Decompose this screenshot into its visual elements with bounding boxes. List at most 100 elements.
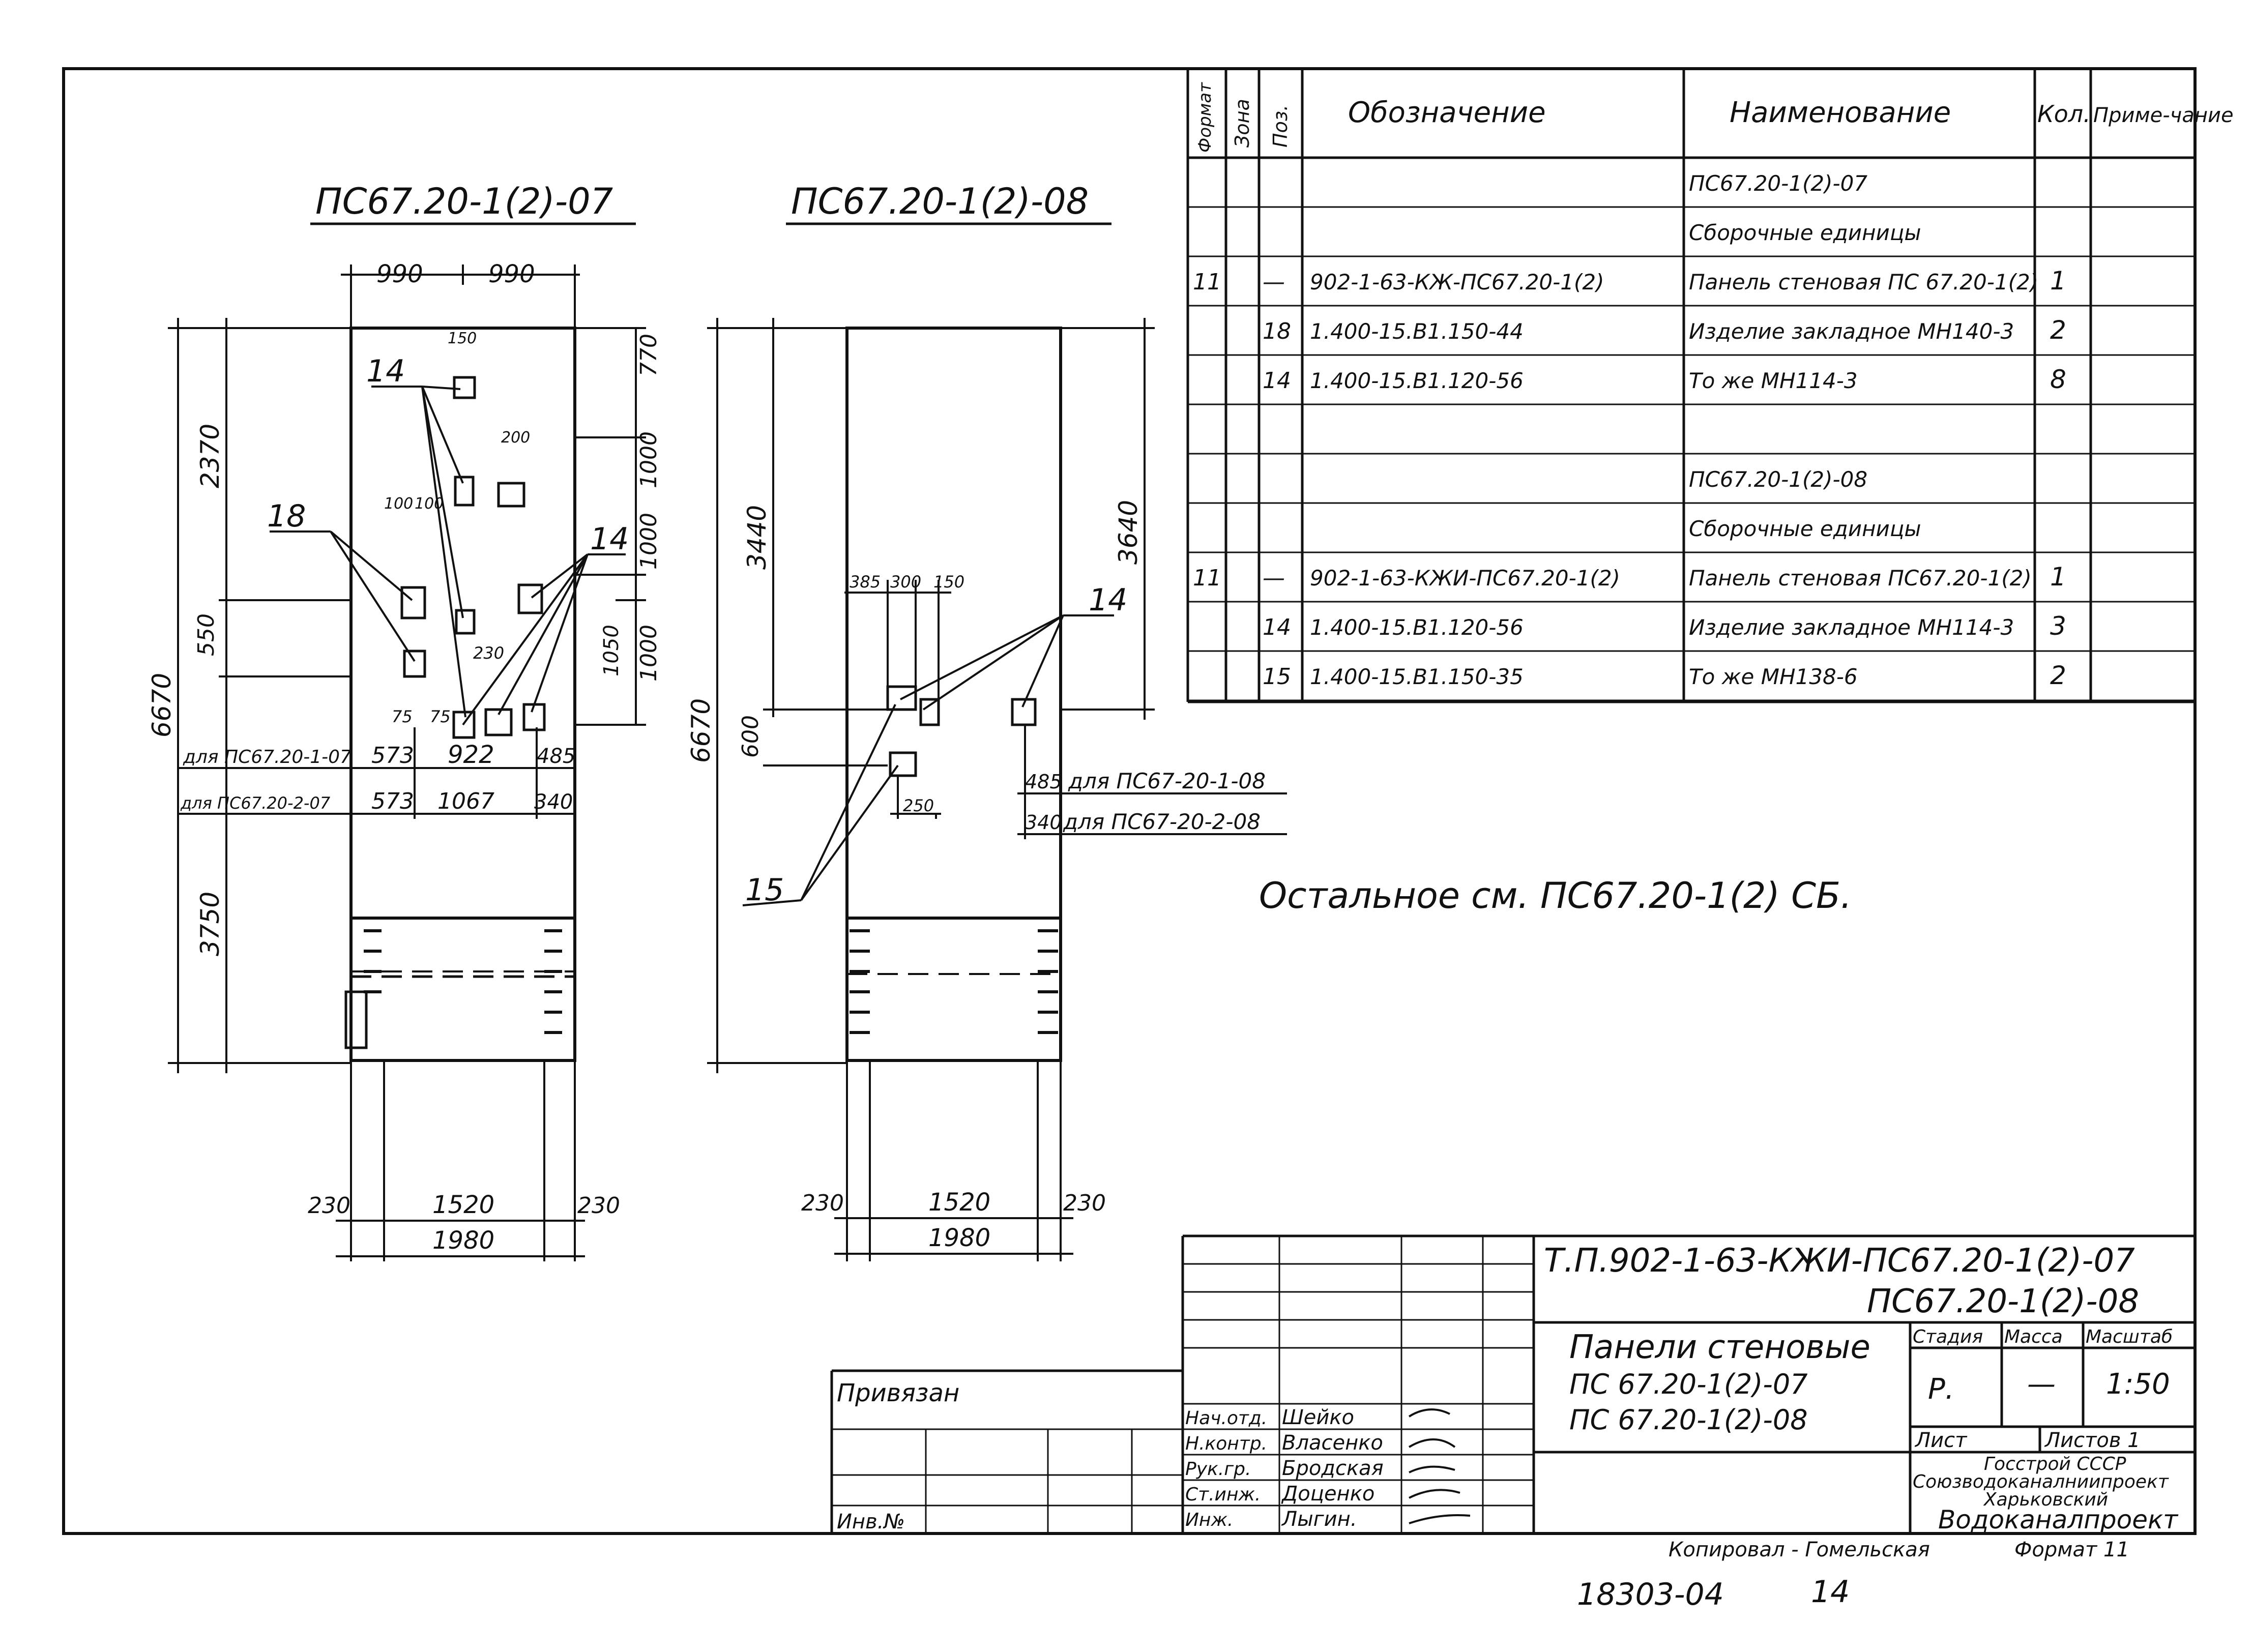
dim-150-r: 150 (933, 572, 964, 592)
spec-cell-pos: 18 (1263, 318, 1291, 344)
header-qty: Кол. (2037, 100, 2091, 128)
spec-cell-name: ПС67.20-1(2)-08 (1689, 467, 1867, 492)
dim-6670: 6670 (147, 673, 177, 738)
doc-name-3: ПС 67.20-1(2)-08 (1569, 1404, 1808, 1436)
doc-number: 18303-04 (1577, 1577, 1724, 1612)
r-bottom-1980: 1980 (928, 1224, 990, 1252)
right-panel-title: ПС67.20-1(2)-08 (791, 181, 1089, 222)
spec-cell-qty: 3 (2050, 611, 2066, 641)
bottom-230-a: 230 (308, 1193, 350, 1219)
row1-922: 922 (448, 741, 494, 769)
org-line-2: Союзводоканалниипроект (1913, 1471, 2169, 1492)
right-row1-val: 485 (1025, 771, 1062, 793)
left-panel-dimensions: 990 990 150 200 100 100 230 75 75 770 10… (147, 260, 662, 1255)
r-bottom-1520: 1520 (928, 1188, 990, 1217)
signer-role: Нач.отд. (1185, 1408, 1267, 1429)
signer-role: Инж. (1185, 1510, 1233, 1530)
signer-name: Шейко (1282, 1406, 1354, 1429)
dim-100-b: 100 (415, 495, 444, 513)
spec-cell-name: ПС67.20-1(2)-07 (1689, 171, 1867, 196)
spec-cell-designation: 1.400-15.В1.150-35 (1310, 664, 1524, 689)
dim-300: 300 (890, 572, 921, 592)
spec-cell-name: Сборочные единицы (1689, 220, 1921, 245)
r-bottom-230-a: 230 (801, 1190, 844, 1216)
spec-cell-qty: 2 (2050, 661, 2066, 690)
spec-cell-pos: 14 (1263, 614, 1291, 640)
left-panel-drawing: ПС67.20-1(2)-07 (147, 181, 662, 1261)
dim-top-2: 990 (488, 260, 535, 288)
spec-table-header: Формат Зона Поз. Обозначение Наименовани… (1195, 82, 2234, 153)
dim-1000-b: 1000 (636, 513, 662, 570)
dim-550: 550 (193, 613, 219, 656)
stage-label: Стадия (1913, 1326, 1983, 1347)
spec-cell-pos: — (1263, 269, 1285, 295)
spec-cell-pos: 14 (1263, 368, 1291, 394)
right-panel-drawing: ПС67.20-1(2)-08 (686, 181, 1287, 1261)
mass-value: — (2027, 1368, 2056, 1401)
row1-573: 573 (371, 743, 414, 769)
header-pos: Поз. (1269, 105, 1292, 148)
row2-573: 573 (371, 788, 414, 814)
signer-role: Ст.инж. (1185, 1484, 1261, 1505)
spec-cell-pos: — (1263, 565, 1285, 591)
right-row2-label: для ПС67-20-2-08 (1063, 809, 1261, 834)
spec-cell-name: Изделие закладное МН114-3 (1689, 615, 2014, 640)
dim-3750: 3750 (195, 892, 225, 956)
privyazan-label: Привязан (837, 1379, 959, 1407)
spec-cell-designation: 1.400-15.В1.120-56 (1310, 368, 1524, 393)
callout-15: 15 (745, 872, 784, 908)
spec-cell-qty: 1 (2050, 266, 2066, 296)
left-panel-title: ПС67.20-1(2)-07 (315, 181, 613, 222)
dim-75-a: 75 (392, 707, 413, 726)
scale-value: 1:50 (2106, 1368, 2170, 1401)
signer-name: Доценко (1281, 1482, 1374, 1506)
spec-cell-designation: 902-1-63-КЖИ-ПС67.20-1(2) (1310, 566, 1620, 591)
signer-name: Власенко (1282, 1431, 1383, 1455)
signer-name: Бродская (1282, 1457, 1384, 1480)
signer-role: Н.контр. (1185, 1433, 1267, 1454)
callout-18: 18 (267, 498, 306, 534)
sheet-label: Лист (1914, 1429, 1968, 1452)
dim-2370: 2370 (195, 424, 225, 488)
signer-role: Рук.гр. (1185, 1459, 1251, 1480)
dim-600: 600 (738, 715, 764, 758)
scale-label: Масштаб (2086, 1326, 2173, 1347)
bottom-1520: 1520 (432, 1191, 494, 1219)
dim-6670-r: 6670 (686, 698, 716, 763)
spec-cell-qty: 2 (2050, 315, 2066, 345)
title-block: Т.П.902-1-63-КЖИ-ПС67.20-1(2)-07 ПС67.20… (830, 1234, 2195, 1535)
mass-label: Масса (2004, 1326, 2063, 1347)
spec-cell-name: Панель стеновая ПС67.20-1(2) (1689, 566, 2032, 591)
sheet-border (62, 67, 2197, 1535)
drawing-note: Остальное см. ПС67.20-1(2) СБ. (1259, 875, 1852, 917)
spec-cell-name: То же МН138-6 (1689, 664, 1858, 689)
dim-75-b: 75 (430, 707, 451, 726)
spec-cell-pos: 15 (1263, 664, 1291, 690)
row1-label: для ПС67.20-1-07 (183, 747, 352, 768)
dim-1050: 1050 (600, 625, 623, 676)
dim-200-a: 200 (501, 429, 530, 447)
bottom-230-b: 230 (577, 1193, 620, 1219)
dim-top-1: 990 (376, 260, 423, 288)
header-note: Приме-чание (2093, 104, 2234, 127)
left-panel-outline (349, 327, 576, 920)
dim-3640: 3640 (1114, 500, 1143, 565)
header-name: Наименование (1730, 96, 1951, 129)
dim-770: 770 (636, 334, 662, 376)
dim-385: 385 (850, 572, 881, 592)
spec-table: Формат Зона Поз. Обозначение Наименовани… (1186, 69, 2234, 703)
row2-340: 340 (534, 790, 573, 814)
dim-100-a: 100 (384, 495, 413, 513)
row1-485: 485 (537, 745, 575, 768)
spec-cell-designation: 1.400-15.В1.120-56 (1310, 615, 1524, 640)
dim-1000-a: 1000 (636, 431, 662, 488)
header-designation: Обозначение (1348, 96, 1546, 129)
spec-cell-format: 11 (1193, 269, 1221, 295)
format-label: Формат 11 (2014, 1538, 2129, 1561)
bottom-1980: 1980 (432, 1226, 494, 1255)
header-zone: Зона (1231, 99, 1253, 148)
stage-value: Р. (1928, 1373, 1954, 1406)
footer: Копировал - Гомельская Формат 11 18303-0… (1577, 1538, 2129, 1612)
dim-3440: 3440 (742, 505, 772, 570)
